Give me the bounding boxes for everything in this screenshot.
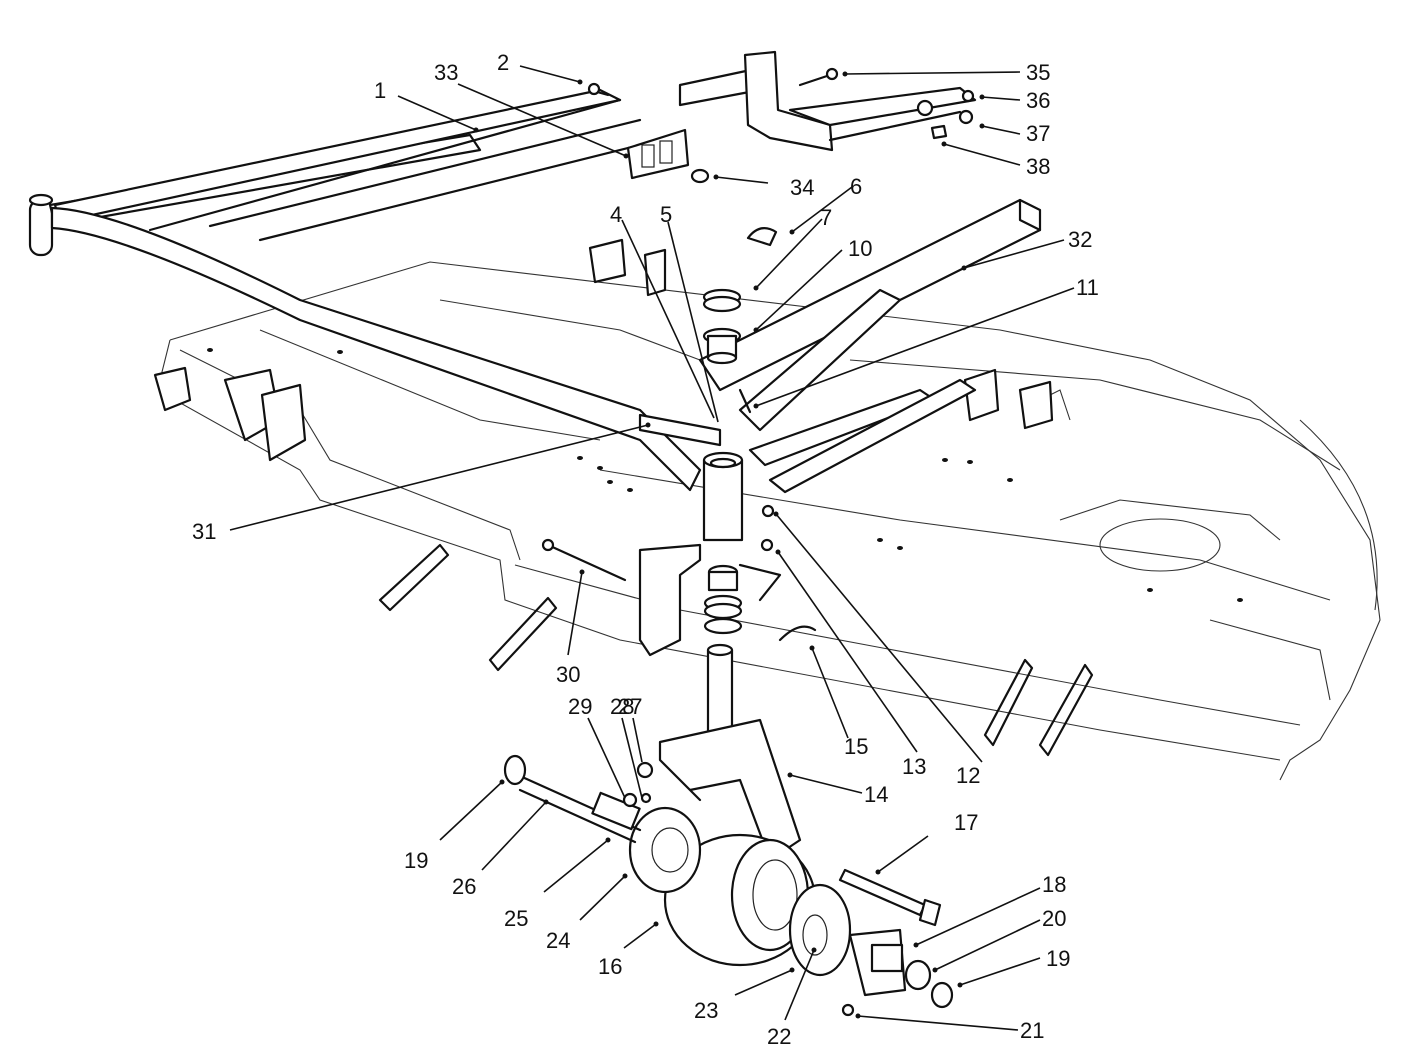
callout-10: 10 xyxy=(848,236,872,261)
callout-30: 30 xyxy=(556,662,580,687)
callout-29: 29 xyxy=(568,694,592,719)
leader-lines xyxy=(229,65,1075,1031)
callout-1: 1 xyxy=(374,78,386,103)
leader-dots xyxy=(473,71,985,1019)
callout-28: 28 xyxy=(610,694,634,719)
callout-5: 5 xyxy=(660,202,672,227)
callout-38: 38 xyxy=(1026,154,1050,179)
callout-25: 25 xyxy=(504,906,528,931)
deck-holes xyxy=(207,348,1243,602)
caster-fork-wheel xyxy=(503,718,954,1017)
callout-17: 17 xyxy=(954,810,978,835)
callout-labels: 1 2 33 35 36 37 38 34 6 4 5 7 10 32 11 3… xyxy=(192,50,1099,1049)
callout-31: 31 xyxy=(192,519,216,544)
callout-15: 15 xyxy=(844,734,868,759)
callout-19-right: 19 xyxy=(1046,946,1070,971)
callout-2: 2 xyxy=(497,50,509,75)
callout-22: 22 xyxy=(767,1024,791,1049)
callout-27: 27 xyxy=(618,694,642,719)
hitch-assembly xyxy=(587,50,977,184)
caster-pivot-stack xyxy=(541,227,817,747)
callout-19-left: 19 xyxy=(404,848,428,873)
callout-21: 21 xyxy=(1020,1018,1044,1043)
callout-36: 36 xyxy=(1026,88,1050,113)
callout-24: 24 xyxy=(546,928,570,953)
callout-4: 4 xyxy=(610,202,622,227)
main-frame xyxy=(28,88,1042,494)
callout-37: 37 xyxy=(1026,121,1050,146)
callout-12: 12 xyxy=(956,763,980,788)
mower-deck xyxy=(153,261,1381,781)
callout-32: 32 xyxy=(1068,227,1092,252)
callout-35: 35 xyxy=(1026,60,1050,85)
callout-23: 23 xyxy=(694,998,718,1023)
callout-20: 20 xyxy=(1042,906,1066,931)
callout-7: 7 xyxy=(820,205,832,230)
callout-6: 6 xyxy=(850,174,862,199)
callout-14: 14 xyxy=(864,782,888,807)
callout-18: 18 xyxy=(1042,872,1066,897)
callout-13: 13 xyxy=(902,754,926,779)
callout-16: 16 xyxy=(598,954,622,979)
callout-34: 34 xyxy=(790,175,814,200)
callout-33: 33 xyxy=(434,60,458,85)
callout-26: 26 xyxy=(452,874,476,899)
callout-11: 11 xyxy=(1076,275,1099,300)
